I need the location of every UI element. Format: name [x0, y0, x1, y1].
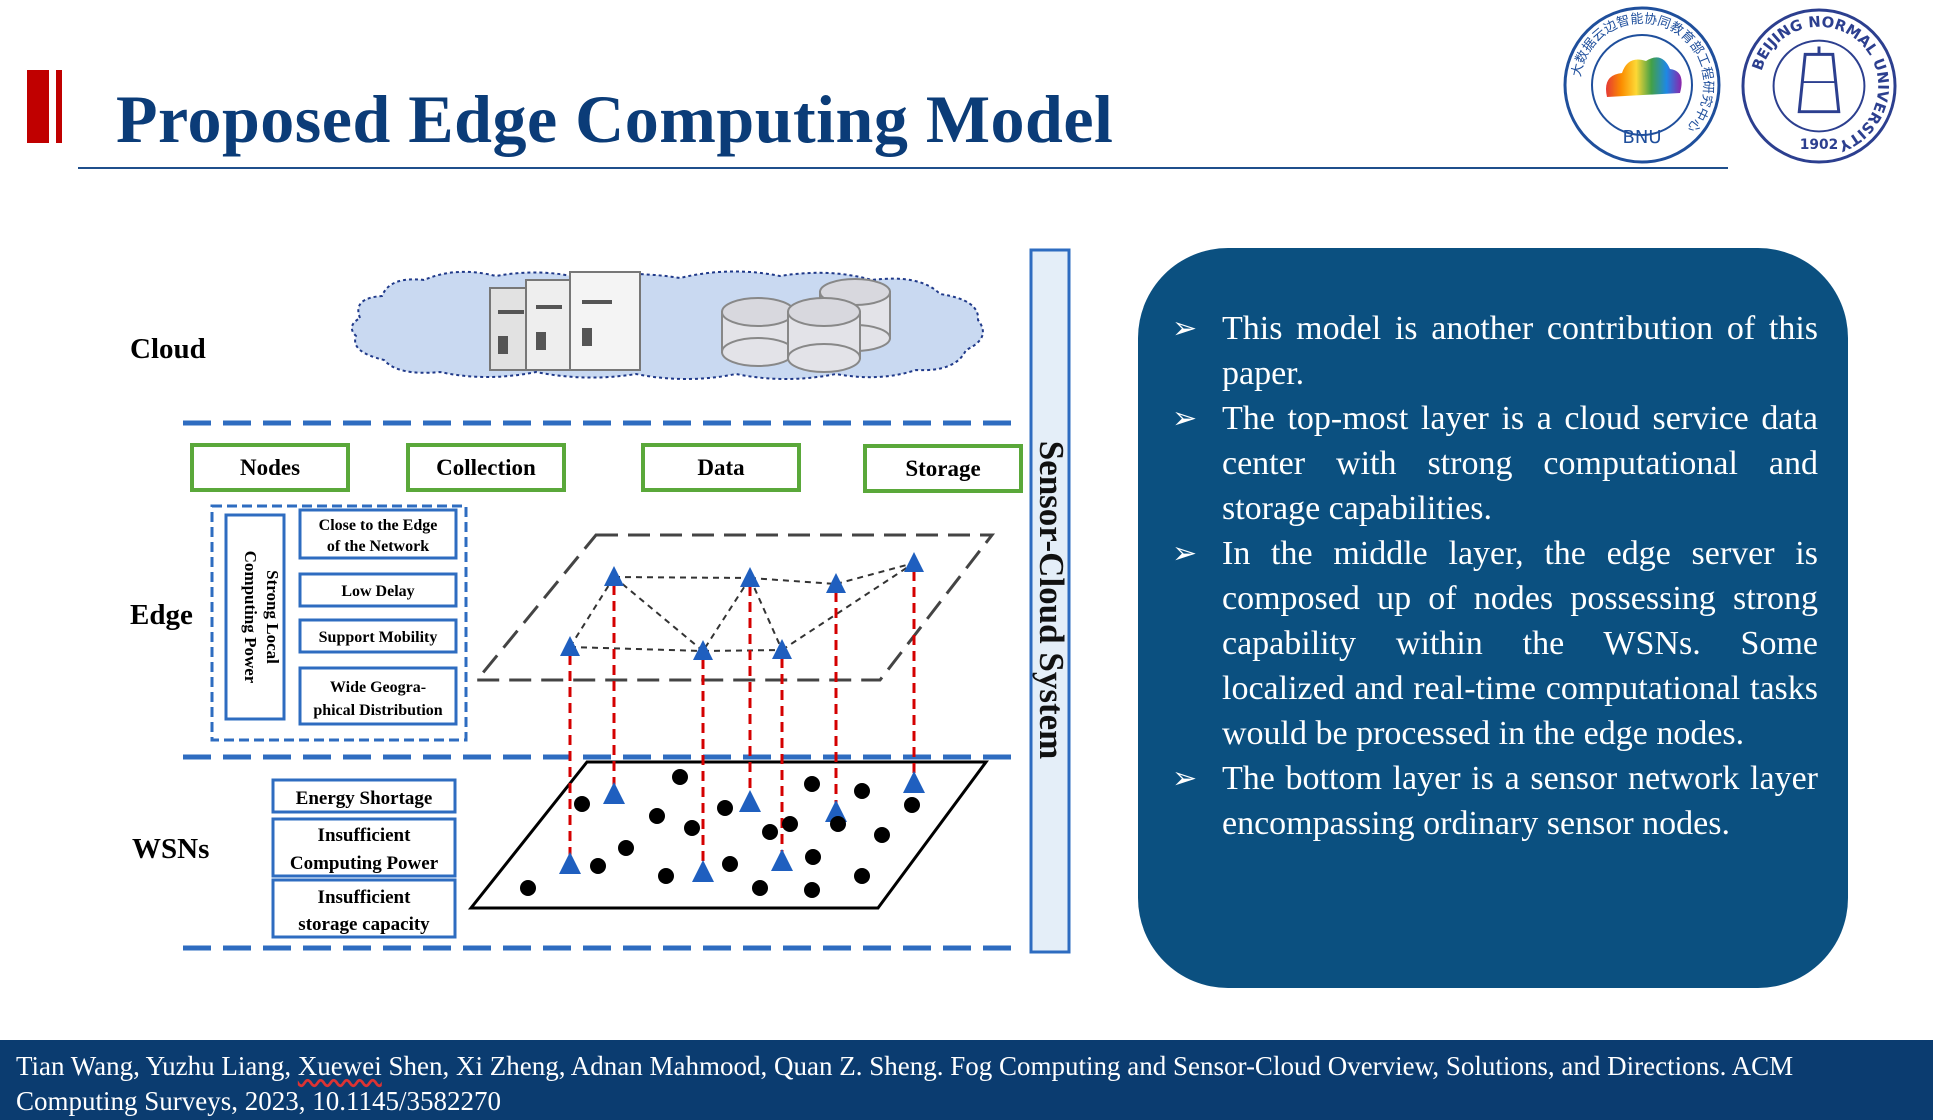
wsn-node-triangles: [559, 771, 925, 882]
edge-node-triangles: [560, 552, 924, 660]
arrow-right-icon: ➢: [1172, 401, 1198, 436]
bnu-seal-year: 1902: [1800, 137, 1838, 153]
page-title: Proposed Edge Computing Model: [116, 81, 1114, 157]
bullet-text: In the middle layer, the edge server is …: [1222, 535, 1818, 752]
wsn-plane: [467, 760, 989, 910]
research-center-logo: 大数据云边智能协同教育部工程研究中心 BNU: [1563, 6, 1721, 164]
edge-property-close-line2: of the Network: [327, 538, 429, 555]
server-rack-icons: [489, 271, 641, 371]
vertical-links: [568, 571, 916, 866]
title-accent-bar-thick: [27, 70, 49, 143]
layer-label-edge: Edge: [130, 599, 193, 631]
edge-property-boxes: Close to the Edge of the Network Low Del…: [298, 508, 458, 726]
wsn-problem-computing-line1: Insufficient: [318, 825, 412, 846]
edge-plane: [473, 533, 996, 682]
wsn-problem-energy: Energy Shortage: [296, 788, 433, 809]
description-panel: ➢ This model is another contribution of t…: [1138, 248, 1848, 988]
bullet-text: The top-most layer is a cloud service da…: [1222, 400, 1818, 527]
edge-property-low-delay: Low Delay: [341, 583, 414, 600]
bullet-item: ➢ The top-most layer is a cloud service d…: [1158, 396, 1818, 531]
wsn-problem-boxes: Energy Shortage Insufficient Computing P…: [271, 778, 457, 939]
edge-property-distribution-line1: Wide Geogra-: [330, 679, 426, 696]
edge-property-close-line1: Close to the Edge: [319, 517, 438, 534]
arrow-right-icon: ➢: [1172, 311, 1198, 346]
wsn-problem-computing-line2: Computing Power: [290, 853, 439, 874]
edge-group-label-line1: Strong Local: [263, 570, 282, 664]
layer-label-cloud: Cloud: [130, 333, 206, 365]
edge-group-label-box: [224, 513, 286, 721]
bullet-text: This model is another contribution of th…: [1222, 310, 1818, 392]
citation-authors-start: Tian Wang, Yuzhu Liang,: [16, 1051, 298, 1081]
citation-rest: Shen, Xi Zheng, Adnan Mahmood, Quan Z. S…: [16, 1051, 1794, 1116]
bnu-seal-logo: BEIJING NORMAL UNIVERSITY 1902: [1741, 8, 1897, 164]
edge-mesh-links: [569, 562, 915, 652]
bullet-item: ➢ This model is another contribution of t…: [1158, 306, 1818, 396]
title-underline: [78, 167, 1728, 169]
layer-separators: [183, 420, 1015, 951]
feature-boxes: Nodes Collection Data Storage: [190, 443, 1023, 493]
arrow-right-icon: ➢: [1172, 536, 1198, 571]
research-center-label: BNU: [1623, 127, 1662, 148]
bullet-list: ➢ This model is another contribution of t…: [1158, 306, 1818, 846]
title-accent-bar-thin: [56, 70, 62, 143]
wsn-problem-storage-line1: Insufficient: [318, 887, 412, 908]
edge-property-mobility: Support Mobility: [319, 629, 438, 646]
edge-computing-diagram: Cloud Edge WSNs Nodes Collection Data St…: [130, 248, 1071, 954]
feature-box-collection: Collection: [436, 455, 536, 480]
feature-box-storage: Storage: [905, 456, 980, 481]
sensor-nodes: [520, 769, 920, 898]
storage-disk-icons: [721, 278, 891, 373]
citation-footer: Tian Wang, Yuzhu Liang, Xuewei Shen, Xi …: [0, 1040, 1933, 1120]
sensor-cloud-side-label: Sensor-Cloud System: [1032, 441, 1071, 760]
layer-label-wsns: WSNs: [132, 833, 209, 865]
bullet-text: The bottom layer is a sensor network lay…: [1222, 760, 1818, 842]
feature-box-nodes: Nodes: [240, 455, 300, 480]
wsn-problem-storage-line2: storage capacity: [298, 914, 430, 935]
bullet-item: ➢ The bottom layer is a sensor network la…: [1158, 756, 1818, 846]
sensor-cloud-side-bar: [1029, 248, 1071, 954]
bullet-item: ➢ In the middle layer, the edge server is…: [1158, 531, 1818, 756]
edge-property-distribution-line2: phical Distribution: [313, 702, 442, 719]
edge-group-label-line2: Computing Power: [241, 551, 260, 684]
citation-author-underlined: Xuewei: [297, 1051, 382, 1081]
arrow-right-icon: ➢: [1172, 761, 1198, 796]
feature-box-data: Data: [697, 455, 745, 480]
edge-properties-group: [210, 504, 468, 742]
